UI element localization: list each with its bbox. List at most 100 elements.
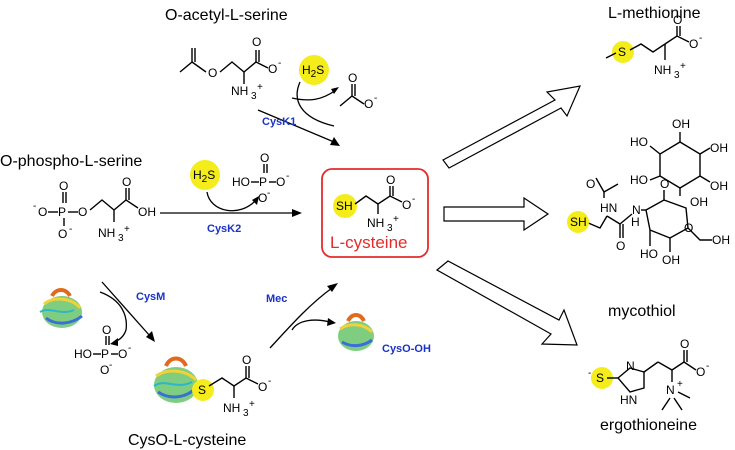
svg-text:-: - [374,93,377,104]
svg-text:N: N [666,383,675,397]
svg-text:O: O [59,179,68,193]
svg-text:HO: HO [640,247,658,261]
svg-text:3: 3 [387,223,393,234]
svg-text:S: S [596,371,604,385]
svg-text:-: - [33,201,36,212]
cyso-oh-label: CysO-OH [382,343,431,355]
svg-text:OH: OH [710,141,728,155]
svg-text:+: + [124,224,130,235]
svg-text:N: N [632,203,641,217]
svg-text:NH: NH [654,63,671,77]
svg-text:+: + [393,214,399,225]
cysteine-label: L-cysteine [330,233,407,252]
cysk1-label: CysK1 [262,116,296,128]
h2s-in-arrow-top [296,81,335,127]
svg-text:3: 3 [674,70,680,81]
mycothiol-structure: N O HN SH O N H O HO OH OH O HO OH OH [567,117,730,267]
svg-text:NH: NH [231,84,248,98]
cyso-cysteine-label: CysO-L-cysteine [128,432,246,449]
svg-text:HN: HN [620,393,637,407]
svg-text:+: + [249,399,255,410]
o-acetyl-serine-label: O-acetyl-L-serine [165,7,288,24]
cysteine-box [321,168,429,258]
svg-text:O: O [122,175,131,189]
cysteine-sh-highlight [333,194,357,218]
svg-text:O: O [208,66,217,80]
svg-text:O: O [276,175,285,189]
svg-text:SH: SH [336,199,353,213]
svg-text:O: O [348,71,357,85]
svg-text:-: - [278,58,281,69]
svg-text:OH: OH [690,195,708,209]
cysm-reaction-arrow [101,281,151,337]
ergothioneine-s-highlight [591,367,613,389]
cyso-s-highlight [192,379,214,401]
cyso-oh-protein-icon [338,313,374,351]
svg-text:O: O [78,205,87,219]
svg-text:NH: NH [223,401,240,415]
svg-text:OH: OH [662,253,680,267]
svg-text:+: + [677,379,683,390]
ergothioneine-structure: - S N HN O O - N + [588,337,709,411]
svg-text:OH: OH [710,179,728,193]
svg-text:SH: SH [570,215,587,229]
svg-text:O: O [586,177,595,191]
svg-text:OH: OH [138,205,156,219]
svg-text:NH: NH [98,226,115,240]
svg-text:O: O [616,239,625,253]
o-phospho-serine-structure: O - P O O - O NH 3 + O OH [33,175,156,244]
cysm-label: CysM [136,291,165,303]
svg-text:O: O [242,353,251,367]
svg-text:-: - [699,33,702,44]
svg-text:O: O [38,205,47,219]
svg-text:O: O [252,35,261,49]
cyso-protein-icon-bottom [153,356,198,403]
svg-text:O: O [696,365,705,379]
svg-text:HO: HO [630,173,648,187]
svg-text:P: P [101,347,109,361]
methionine-structure: S NH 3 + O O - [605,13,702,81]
phosphate-structure-bottom: HO P O O - O - [74,323,131,377]
arrow-to-ergothioneine [435,260,578,346]
cysm-side-arrow [99,291,128,331]
mec-side-arrow [291,319,331,331]
acetate-structure: O O - [339,71,377,111]
cyso-protein-icon-left [39,288,83,328]
svg-text:-: - [268,376,271,387]
svg-text:-: - [109,360,112,371]
svg-text:OH: OH [712,233,730,247]
svg-text:HO: HO [232,175,250,189]
svg-text:3: 3 [251,91,257,102]
svg-text:O: O [386,173,395,187]
o-phospho-serine-label: O-phospho-L-serine [0,153,142,170]
svg-text:O: O [100,363,109,377]
svg-text:O: O [118,347,127,361]
svg-text:-: - [69,224,72,235]
svg-text:O: O [258,380,267,394]
h2s-label-mid: H2S [193,168,215,185]
svg-text:O: O [268,62,277,76]
svg-text:O: O [673,13,682,27]
svg-text:HN: HN [600,201,617,215]
svg-text:N: N [626,359,635,373]
cysk2-side-arrow [206,191,257,212]
svg-text:O: O [402,198,411,212]
svg-text:O: O [102,323,111,337]
methionine-s-highlight [612,41,634,63]
arrow-to-methionine [442,85,581,169]
cysteine-structure: SH NH 3 + O O - [336,173,415,234]
cysk1-reaction-arrow [257,109,335,143]
svg-text:HO: HO [630,135,648,149]
svg-text:3: 3 [243,408,249,419]
mycothiol-label: mycothiol [608,303,676,320]
svg-text:O: O [680,337,689,351]
ergothioneine-label: ergothioneine [600,417,697,434]
svg-text:-: - [412,194,415,205]
svg-text:-: - [588,368,591,379]
svg-text:O: O [364,97,373,111]
h2s-highlight-top [299,55,329,85]
acetate-out-arrow [291,89,337,101]
svg-text:P: P [259,175,267,189]
svg-text:3: 3 [118,233,124,244]
